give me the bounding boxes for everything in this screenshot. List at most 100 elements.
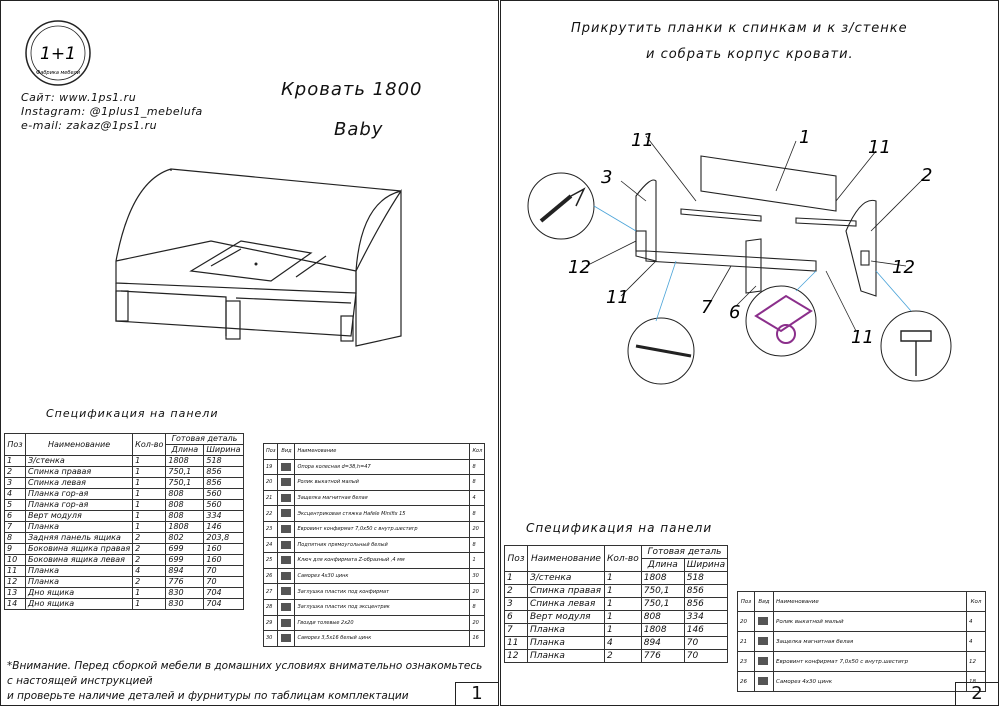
col-pos-2: Поз [504,545,528,572]
spec-title-2: Спецификация на панели [526,521,713,535]
table-cell: 560 [203,499,244,511]
table-cell: Планка [527,636,605,650]
table-cell: 70 [683,636,729,650]
table-cell: 22 [262,505,279,522]
callout-11-c: 11 [606,287,629,308]
table-cell: Защелка магнитная белая [773,631,967,652]
callout-12-b: 12 [892,257,915,278]
contact-info: Сайт: www.1ps1.ru Instagram: @1plus1_meb… [21,91,203,133]
table-cell: 1 [469,552,486,569]
table-cell: 11 [504,636,528,650]
table-cell: 856 [683,584,729,598]
table-cell: 830 [165,598,205,610]
part-icon [277,536,296,554]
table-cell: Спинка левая [24,477,134,489]
callout-11-a: 11 [631,130,654,151]
table-cell: 21 [737,631,755,652]
table-cell: 2 [132,554,167,566]
hw2-col-view: Вид [754,591,774,612]
table-cell: 8 [469,598,486,616]
table-cell: 2 [504,584,528,598]
callout-2: 2 [921,165,932,186]
hardware-icon [281,634,292,643]
table-cell: 8 [469,536,486,554]
table-cell: 10 [4,554,26,566]
warning-line-1: *Внимание. Перед сборкой мебели в домашн… [7,660,483,687]
table-cell: 23 [262,520,279,538]
table-cell: 1 [132,521,167,533]
table-cell: 24 [262,536,279,554]
warning-note: *Внимание. Перед сборкой мебели в домашн… [7,659,487,704]
table-cell: 6 [4,510,26,522]
table-cell: 160 [203,543,244,555]
table-cell: 856 [683,597,729,611]
table-cell: 30 [262,630,279,647]
callout-11-b: 11 [868,137,891,158]
table-cell: 18 [966,671,986,692]
spec-title-1: Спецификация на панели [46,407,219,420]
part-icon [754,651,774,672]
table-cell: 699 [165,554,205,566]
table-cell: 1 [132,499,167,511]
table-cell: 704 [203,598,244,610]
hardware-icon [281,587,292,596]
table-cell: 3 [4,477,26,489]
hw-col-view: Вид [277,443,296,460]
table-cell: 14 [4,598,26,610]
table-cell: Евровинт конфирмат 7,0х50 с внутр.шестиг… [294,520,471,538]
product-subtitle: Baby [334,119,384,140]
table-cell: Саморез 4х30 цинк [294,567,471,585]
table-cell: Задняя панель ящика [24,532,134,544]
table-cell: Саморез 3,5х16 белый цинк [294,630,471,647]
table-cell: Планка [527,649,605,663]
table-cell: 699 [165,543,205,555]
table-cell: Планка [24,576,134,588]
logo-caption: Фабрика мебели [36,70,81,76]
sheet-page-1: 1+1 Фабрика мебели Сайт: www.1ps1.ru Ins… [0,0,499,706]
table-cell: 13 [4,587,26,599]
callout-12-a: 12 [568,257,591,278]
table-cell: 20 [469,520,486,538]
table-cell: Планка гор-ая [24,488,134,500]
table-cell: 20 [737,611,755,632]
table-cell: Боковина ящика правая [24,543,134,555]
table-cell: 1 [604,597,642,611]
table-cell: 146 [683,623,729,637]
table-cell: 1 [132,598,167,610]
hardware-icon [281,462,292,471]
col-qty: Кол-во [132,433,167,456]
table-cell: 16 [469,630,486,647]
table-cell: 1808 [640,571,685,585]
part-icon [277,583,296,600]
part-icon [277,598,296,616]
table-cell: 160 [203,554,244,566]
part-icon [754,631,774,652]
table-cell: 8 [469,505,486,522]
assembly-exploded-drawing: 1 2 3 6 7 11 11 11 11 12 12 [527,127,952,385]
hardware-icon [281,509,292,518]
table-cell: 856 [203,466,244,478]
table-cell: 802 [165,532,205,544]
col-length-2: Длина [640,558,685,572]
hardware-icon [281,478,292,487]
table-cell: 20 [469,614,486,632]
col-qty-2: Кол-во [604,545,642,572]
table-cell: 70 [203,576,244,588]
table-cell: 70 [203,565,244,577]
col-width-2: Ширина [683,558,729,572]
